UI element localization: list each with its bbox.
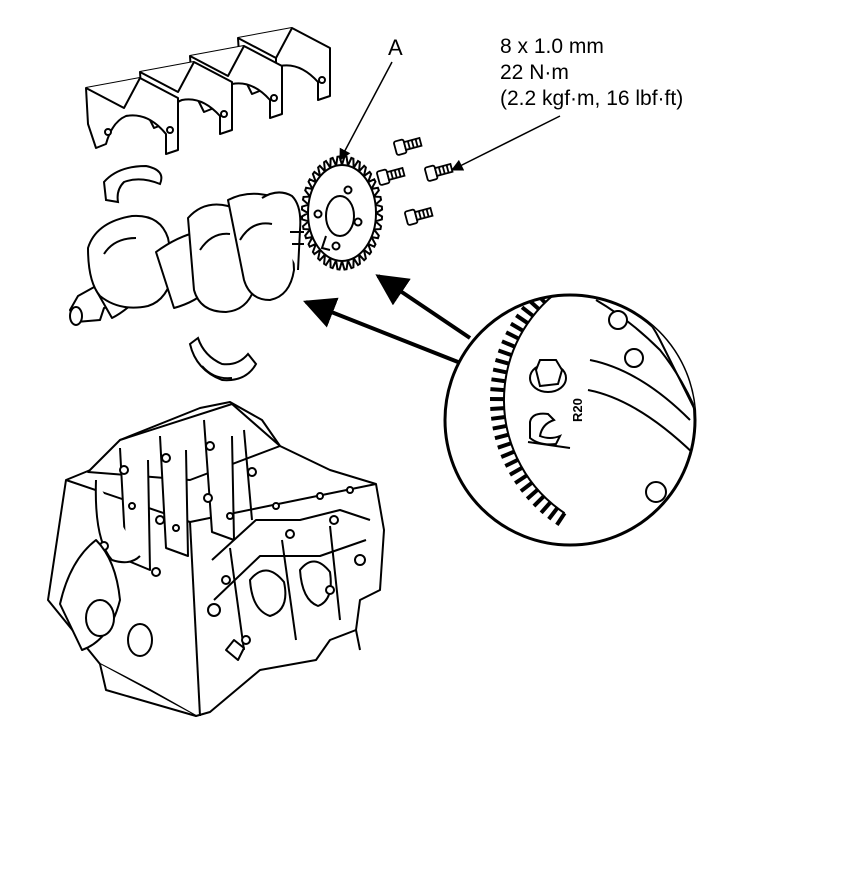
detail-stamp-text: R20 xyxy=(570,398,585,422)
reluctor-tooth xyxy=(550,280,558,291)
reluctor-tooth xyxy=(508,466,524,477)
reluctor-tooth xyxy=(576,264,582,277)
flange-bolt xyxy=(424,162,454,182)
reluctor-tooth xyxy=(505,330,520,341)
reluctor-tooth xyxy=(532,494,546,508)
reluctor-tooth xyxy=(492,367,508,375)
reluctor-tooth xyxy=(541,295,554,298)
reluctor-tooth xyxy=(520,305,535,318)
detail-view-magnified: R20 xyxy=(443,261,697,547)
reluctor-tooth xyxy=(501,339,516,349)
detail-callout-arrows xyxy=(303,274,472,364)
reluctor-tooth xyxy=(547,506,559,521)
reluctor-tooth xyxy=(504,458,519,468)
torque-spec-nm: 22 N·m xyxy=(500,61,569,84)
callout-label-a: A xyxy=(388,35,403,60)
reluctor-tooth xyxy=(490,387,505,393)
reluctor-tooth xyxy=(494,432,509,441)
upper-bearing-shell xyxy=(102,164,163,204)
reluctor-tooth xyxy=(585,261,590,274)
flange-bolts xyxy=(376,136,454,226)
reluctor-tooth xyxy=(514,473,528,485)
torque-spec-alt-units: (2.2 kgf·m, 16 lbf·ft) xyxy=(500,87,684,110)
reluctor-tooth xyxy=(500,449,515,459)
reluctor-tooth xyxy=(497,441,512,450)
reluctor-tooth xyxy=(490,415,506,421)
leader-torque xyxy=(450,115,561,171)
main-bearing-caps xyxy=(85,27,331,155)
reluctor-tooth xyxy=(491,377,506,384)
ckp-pulser-sprocket xyxy=(300,155,384,271)
reluctor-tooth xyxy=(494,358,510,366)
bearing-cap-1 xyxy=(85,77,179,155)
reluctor-tooth xyxy=(555,512,567,526)
reluctor-tooth xyxy=(490,406,505,411)
reluctor-tooth xyxy=(515,313,529,325)
reluctor-tooth xyxy=(492,423,507,431)
engine-block xyxy=(47,401,385,717)
reluctor-tooth xyxy=(497,348,513,358)
torque-spec-bolt-size: 8 x 1.0 mm xyxy=(500,35,604,58)
reluctor-tooth xyxy=(509,321,524,333)
leader-a xyxy=(339,61,393,162)
flange-bolt xyxy=(393,136,423,156)
callout-leaders xyxy=(339,61,561,171)
reluctor-tooth xyxy=(519,481,534,493)
reluctor-tooth xyxy=(567,269,574,281)
reluctor-tooth xyxy=(558,274,566,286)
reluctor-tooth xyxy=(539,500,552,515)
torque-spec: 8 x 1.0 mm 22 N·m (2.2 kgf·m, 16 lbf·ft) xyxy=(500,34,683,112)
crankshaft xyxy=(69,191,304,326)
lower-bearing-shell xyxy=(188,336,258,382)
flange-bolt xyxy=(404,206,434,226)
reluctor-tooth xyxy=(525,488,540,501)
flange-bolt xyxy=(376,166,406,186)
